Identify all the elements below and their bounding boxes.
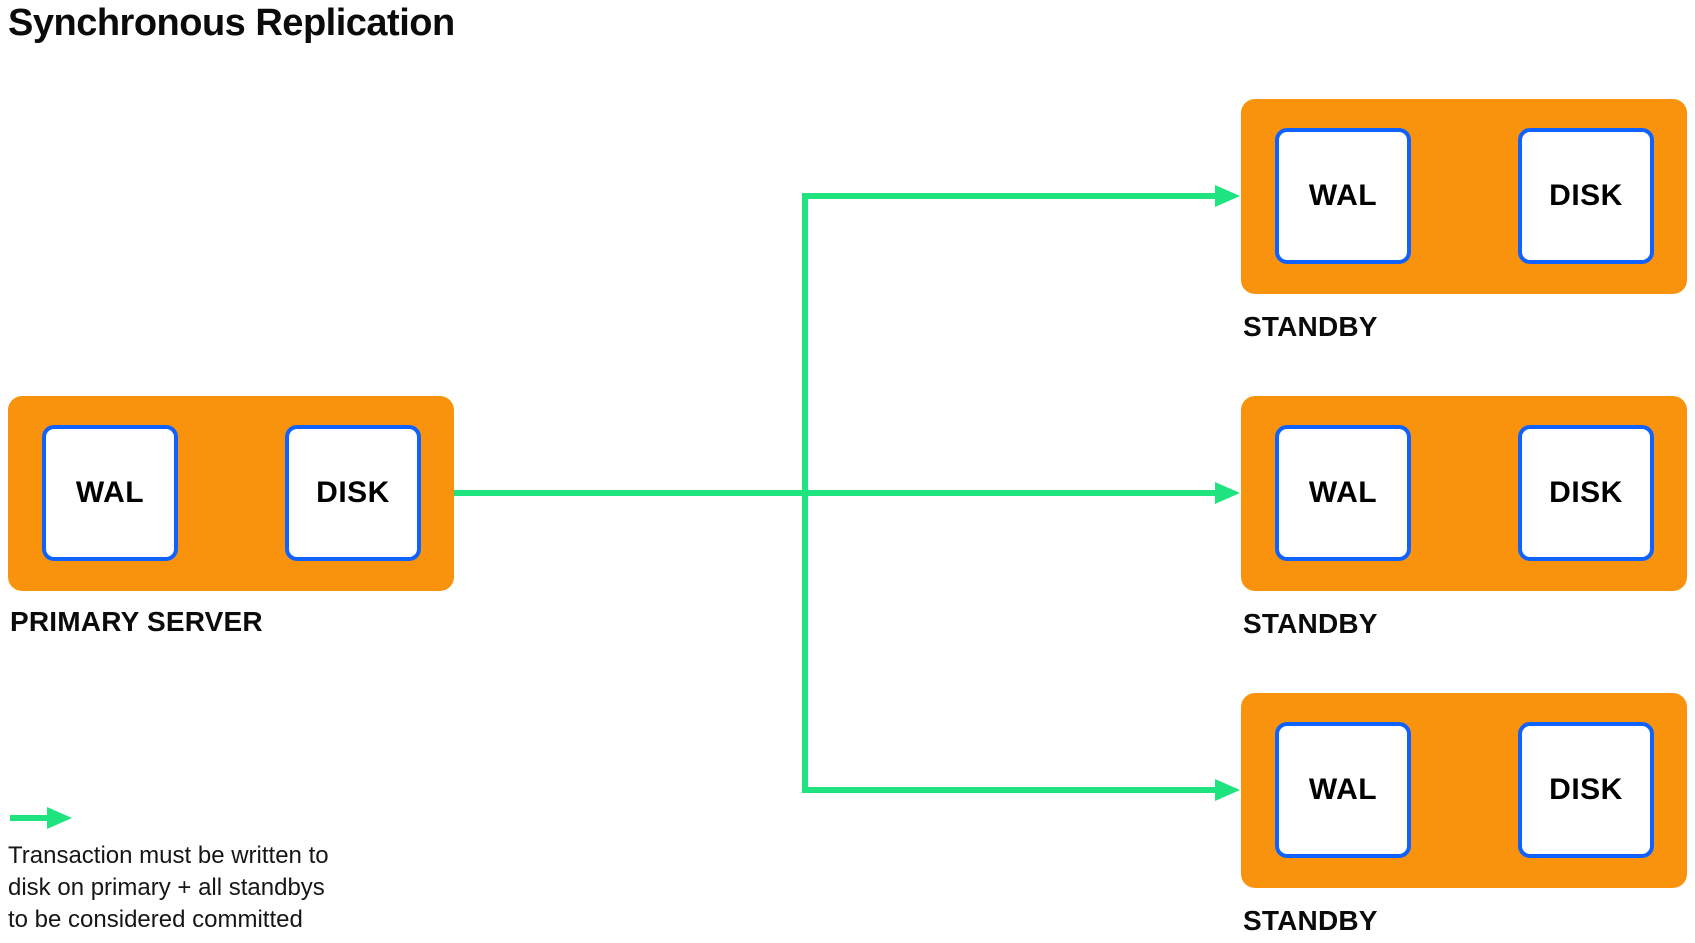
standby1-disk-node: DISK	[1518, 128, 1654, 264]
standby3-server-box: WAL DISK	[1241, 693, 1687, 888]
primary-disk-node: DISK	[285, 425, 421, 561]
legend-line-2: disk on primary + all standbys	[8, 874, 325, 901]
legend-text: Transaction must be written to disk on p…	[8, 840, 329, 936]
legend-line-3: to be considered committed	[8, 906, 303, 933]
standby1-disk-label: DISK	[1549, 179, 1623, 212]
standby2-label: STANDBY	[1243, 608, 1378, 639]
standby2-disk-node: DISK	[1518, 425, 1654, 561]
standby3-disk-node: DISK	[1518, 722, 1654, 858]
standby1-wal-label: WAL	[1308, 179, 1378, 212]
primary-server-box: WAL DISK	[8, 396, 454, 591]
standby2-wal-node: WAL	[1275, 425, 1411, 561]
page-title: Synchronous Replication	[8, 2, 455, 44]
standby1-wal-node: WAL	[1275, 128, 1411, 264]
standby3-wal-node: WAL	[1275, 722, 1411, 858]
primary-disk-label: DISK	[316, 476, 390, 509]
standby1-label: STANDBY	[1243, 311, 1378, 342]
standby3-disk-label: DISK	[1549, 773, 1623, 806]
arrow-primary-to-bottom-standby	[802, 493, 1240, 801]
primary-wal-node: WAL	[42, 425, 178, 561]
primary-wal-label: WAL	[75, 476, 145, 509]
legend-line-1: Transaction must be written to	[8, 842, 329, 869]
standby3-label: STANDBY	[1243, 905, 1378, 936]
standby2-wal-label: WAL	[1308, 476, 1378, 509]
standby3-wal-label: WAL	[1308, 773, 1378, 806]
standby1-server-box: WAL DISK	[1241, 99, 1687, 294]
standby2-disk-label: DISK	[1549, 476, 1623, 509]
arrow-primary-to-top-standby	[802, 185, 1240, 493]
primary-server-label: PRIMARY SERVER	[10, 606, 263, 637]
standby2-server-box: WAL DISK	[1241, 396, 1687, 591]
